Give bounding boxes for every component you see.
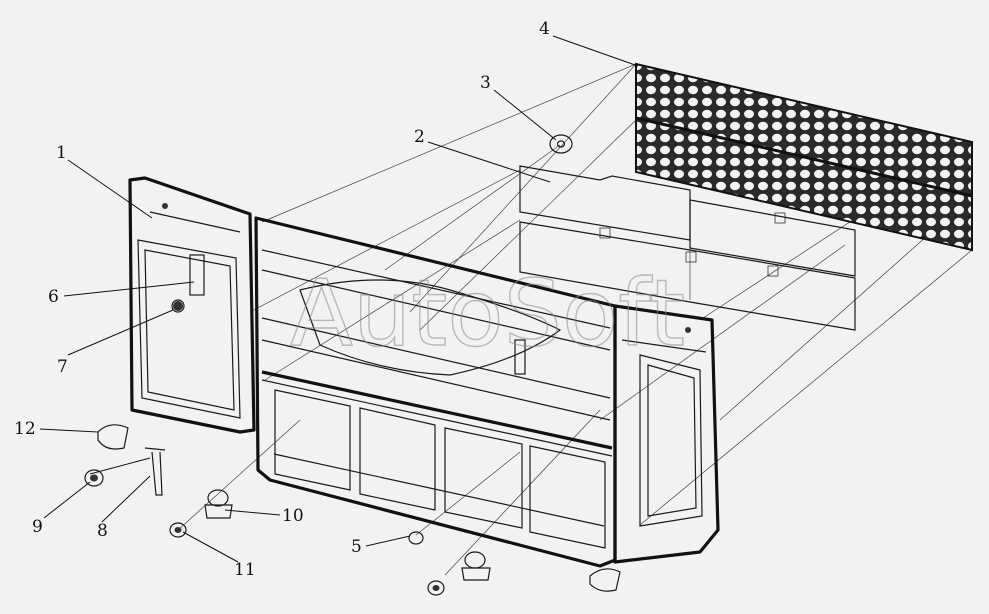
knob-part-9 (84, 469, 104, 487)
screw-part-5 (408, 531, 424, 545)
callout-12: 12 (14, 419, 36, 439)
bracket (514, 339, 526, 375)
callout-3: 3 (480, 73, 491, 93)
callout-6: 6 (48, 287, 59, 307)
filler-panels (519, 165, 856, 331)
callout-10: 10 (282, 506, 304, 526)
knob-part-11 (169, 522, 445, 596)
lock-part-10 (204, 489, 491, 581)
right-side-panel (613, 304, 720, 564)
callout-leaders (39, 35, 639, 563)
callout-9: 9 (32, 517, 43, 537)
callout-1: 1 (56, 143, 67, 163)
callout-2: 2 (414, 127, 425, 147)
callout-11: 11 (234, 560, 256, 580)
callout-4: 4 (539, 19, 550, 39)
callout-8: 8 (97, 521, 108, 541)
wedge-part-12 (97, 424, 621, 592)
callout-7: 7 (57, 357, 68, 377)
callout-5: 5 (351, 537, 362, 557)
watermark: AutoSoft (290, 260, 685, 367)
left-door-panel (128, 176, 256, 434)
fastener-part-7 (171, 299, 185, 313)
callout-labels: 1 2 3 4 5 6 7 8 9 10 11 12 (14, 19, 550, 580)
strap-part-8 (144, 447, 166, 496)
washer (549, 134, 573, 154)
mesh-grille (635, 62, 973, 252)
